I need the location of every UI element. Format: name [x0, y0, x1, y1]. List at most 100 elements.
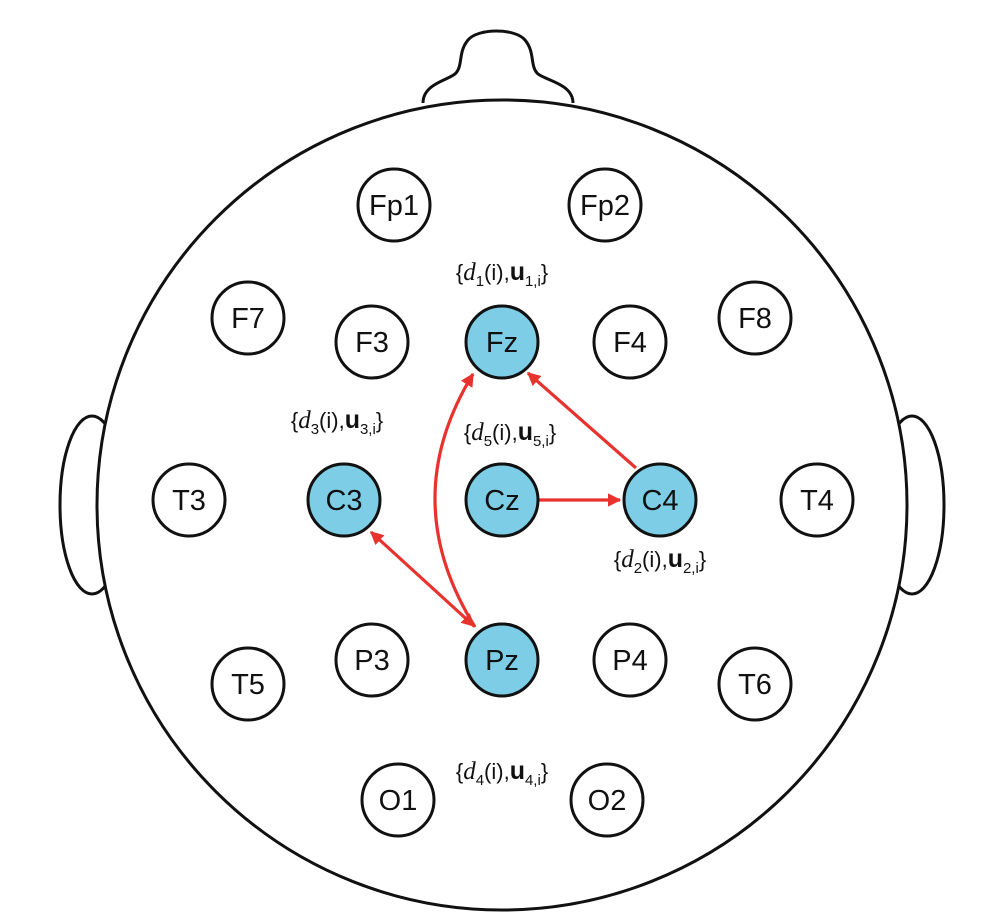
annotation-mid: (i), — [484, 759, 510, 784]
electrode-t5: T5 — [210, 646, 286, 722]
annotation-d: d — [298, 407, 311, 434]
electrode-p4: P4 — [592, 622, 668, 698]
annotation-close: } — [541, 260, 548, 285]
electrode-circle — [151, 462, 227, 538]
electrode-label: P3 — [354, 645, 389, 677]
electrode-fp2: Fp2 — [567, 167, 643, 243]
electrode-label: T6 — [738, 669, 772, 701]
annotation-d-sub: 5 — [484, 433, 492, 450]
arrow-c4-fz — [526, 371, 638, 470]
electrode-label: C4 — [641, 485, 678, 517]
annotation-mid: (i), — [492, 420, 518, 445]
annotation-d-sub: 2 — [634, 560, 642, 577]
electrode-label: Fp2 — [580, 190, 630, 222]
annotation-close: } — [549, 420, 556, 445]
annotation-a2: {d2(i),u2,i} — [614, 545, 706, 577]
electrode-pz: Pz — [464, 622, 540, 698]
electrode-label: F4 — [613, 327, 647, 359]
electrode-circle — [717, 646, 793, 722]
annotation-u-sub: 3,i — [360, 421, 376, 438]
electrode-label: Pz — [485, 645, 519, 677]
connections-layer — [369, 371, 638, 628]
electrode-label: T5 — [231, 669, 265, 701]
annotation-u: u — [510, 258, 525, 286]
electrode-label: P4 — [612, 645, 647, 677]
electrode-circle — [334, 622, 410, 698]
electrode-label: F8 — [738, 303, 772, 335]
annotation-open: { — [291, 408, 298, 433]
electrode-circle — [210, 280, 286, 356]
annotation-u: u — [345, 406, 360, 434]
electrode-circle — [210, 646, 286, 722]
electrode-label: Fz — [486, 327, 518, 359]
electrode-label: F7 — [231, 303, 265, 335]
electrode-circle — [464, 462, 540, 538]
annotation-open: { — [456, 759, 463, 784]
electrode-circle — [567, 167, 643, 243]
electrode-circle — [334, 304, 410, 380]
electrode-p3: P3 — [334, 622, 410, 698]
annotation-u: u — [668, 545, 683, 573]
electrode-label: Cz — [484, 485, 519, 517]
electrode-c4: C4 — [622, 462, 698, 538]
electrode-circle — [360, 762, 436, 838]
electrode-circle — [779, 462, 855, 538]
annotation-u: u — [518, 418, 533, 446]
electrode-o2: O2 — [569, 762, 645, 838]
annotation-u-sub: 5,i — [533, 433, 549, 450]
annotation-a1: {d1(i),u1,i} — [456, 258, 548, 290]
electrode-f3: F3 — [334, 304, 410, 380]
electrode-c3: C3 — [306, 462, 382, 538]
electrode-label: C3 — [325, 485, 362, 517]
electrode-fp1: Fp1 — [356, 167, 432, 243]
electrode-t4: T4 — [779, 462, 855, 538]
annotation-close: } — [699, 547, 706, 572]
electrode-circle — [464, 622, 540, 698]
arrow-c3-pz — [369, 530, 476, 628]
annotation-u-sub: 2,i — [683, 560, 699, 577]
electrode-circle — [592, 622, 668, 698]
annotation-open: { — [456, 260, 463, 285]
electrode-f4: F4 — [592, 304, 668, 380]
electrode-label: O2 — [588, 785, 627, 817]
electrode-o1: O1 — [360, 762, 436, 838]
electrode-circle — [356, 167, 432, 243]
annotation-mid: (i), — [484, 260, 510, 285]
annotation-u: u — [510, 757, 525, 785]
annotation-close: } — [376, 408, 383, 433]
electrode-label: T4 — [800, 485, 834, 517]
electrode-circle — [464, 304, 540, 380]
electrode-f7: F7 — [210, 280, 286, 356]
annotation-d: d — [621, 546, 634, 573]
annotation-a5: {d5(i),u5,i} — [464, 418, 556, 450]
annotation-a3: {d3(i),u3,i} — [291, 406, 383, 438]
electrode-f8: F8 — [717, 280, 793, 356]
electrode-circle — [717, 280, 793, 356]
electrode-t6: T6 — [717, 646, 793, 722]
electrode-label: Fp1 — [369, 190, 419, 222]
annotation-d: d — [463, 758, 476, 785]
electrode-circle — [592, 304, 668, 380]
electrode-fz: Fz — [464, 304, 540, 380]
nose-icon — [421, 29, 575, 104]
electrode-label: T3 — [172, 485, 206, 517]
annotation-u-sub: 4,i — [525, 772, 541, 789]
annotation-mid: (i), — [319, 408, 345, 433]
annotation-mid: (i), — [642, 547, 668, 572]
annotation-a4: {d4(i),u4,i} — [456, 757, 548, 789]
annotation-d: d — [471, 419, 484, 446]
electrode-circle — [569, 762, 645, 838]
annotation-d: d — [463, 259, 476, 286]
annotation-open: { — [464, 420, 471, 445]
electrode-circle — [306, 462, 382, 538]
electrode-label: F3 — [355, 327, 389, 359]
electrode-cz: Cz — [464, 462, 540, 538]
electrode-circle — [622, 462, 698, 538]
annotation-u-sub: 1,i — [525, 273, 541, 290]
annotation-d-sub: 1 — [476, 273, 484, 290]
annotation-d-sub: 3 — [311, 421, 319, 438]
annotations-layer: {d1(i),u1,i}{d2(i),u2,i}{d3(i),u3,i}{d4(… — [291, 258, 706, 789]
annotation-open: { — [614, 547, 621, 572]
